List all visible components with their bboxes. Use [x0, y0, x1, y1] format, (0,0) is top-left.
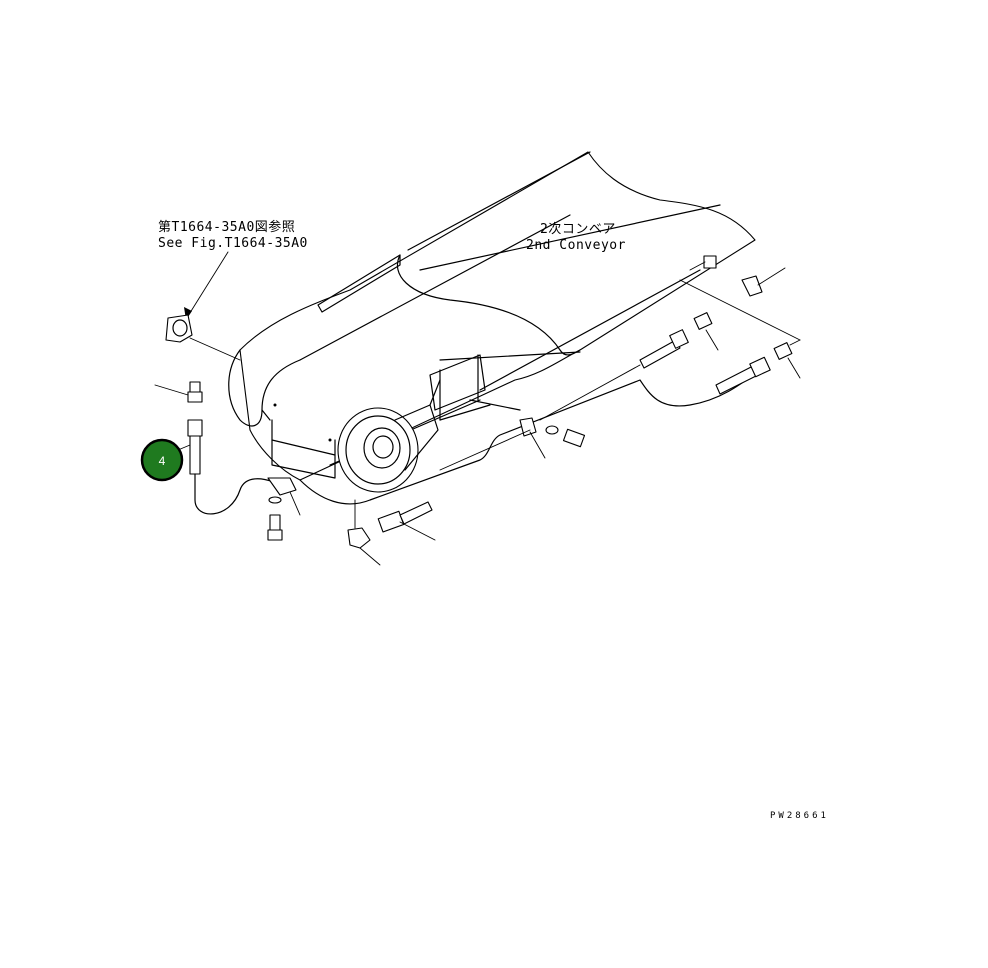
- clip-and-bolt: [267, 477, 301, 541]
- elbow-fitting: [347, 499, 381, 566]
- reference-text-jp: 第T1664-35A0図参照: [158, 219, 295, 235]
- reference-text-en: See Fig.T1664-35A0: [158, 236, 308, 251]
- conveyor-label-jp: 2次コンベア: [540, 221, 616, 237]
- elbow-upper-right: [679, 255, 801, 341]
- drawing-code: PW28661: [770, 811, 829, 821]
- callout-circle[interactable]: [140, 438, 184, 482]
- hose-bottom: [377, 501, 436, 541]
- mounting-bracket: [429, 354, 521, 421]
- callout-number: 4: [159, 454, 166, 468]
- head-pulley: [337, 379, 441, 493]
- callout-badge[interactable]: 4: [140, 438, 184, 482]
- clamp-right: [439, 417, 586, 471]
- connector-left: [154, 381, 203, 403]
- reference-arrow: [184, 251, 229, 320]
- conveyor-belt: [228, 151, 761, 505]
- fitting-top-left: [165, 314, 241, 361]
- hose-upper-right: [539, 312, 719, 421]
- conveyor-label-en: 2nd Conveyor: [526, 238, 626, 253]
- hose-left: [177, 419, 291, 515]
- hose-right: [715, 339, 801, 395]
